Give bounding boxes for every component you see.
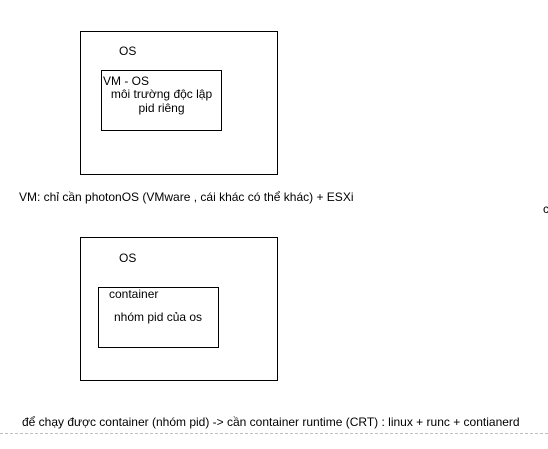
edge-fragment: c (543, 202, 548, 216)
page-break-line (0, 433, 548, 434)
container-os-label: OS (119, 251, 137, 265)
vm-inner-box (101, 70, 222, 131)
vm-inner-title: VM - OS (103, 74, 150, 88)
container-inner-box (98, 287, 219, 348)
container-note: để chạy được container (nhóm pid) -> cần… (22, 415, 520, 429)
container-inner-text: nhóm pid của os (114, 310, 203, 324)
vm-note: VM: chỉ cần photonOS (VMware , cái khác … (19, 190, 354, 204)
vm-inner-line2: pid riêng (138, 101, 185, 115)
container-inner-title: container (109, 287, 159, 301)
vm-os-label: OS (119, 44, 137, 58)
vm-inner-line1: môi trường độc lập (110, 87, 213, 101)
